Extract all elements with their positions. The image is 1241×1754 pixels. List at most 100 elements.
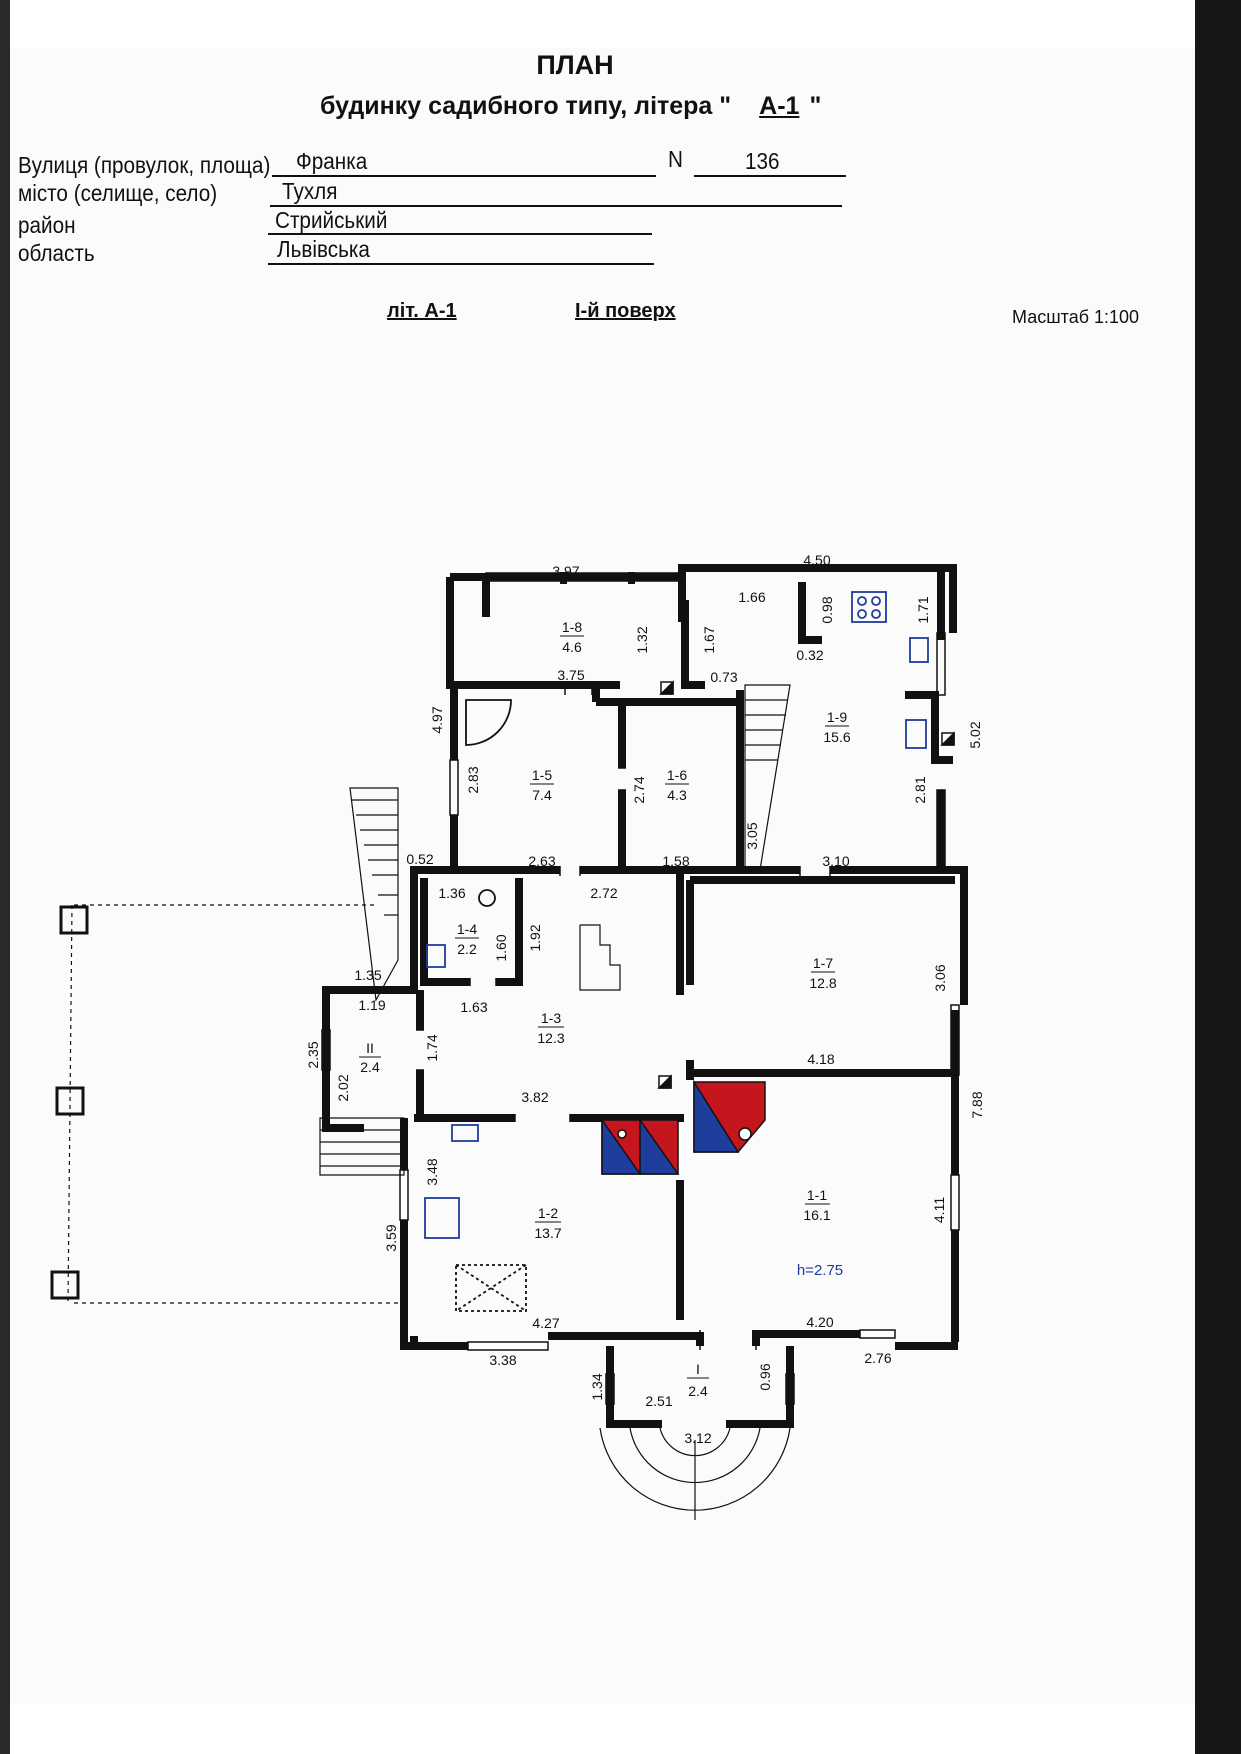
room-number: І [696,1361,700,1377]
dimension-labels: 3.97 4.50 1.66 0.98 1.71 1.32 1.67 0.32 … [305,552,985,1446]
number-value: 136 [745,148,780,174]
plan-title: ПЛАН [536,50,614,80]
scale-label: Масштаб 1:100 [1012,307,1140,327]
mullion [628,572,635,584]
paper-sheet [0,48,1195,1704]
shower-icon [465,699,512,746]
room-number: 1-8 [562,619,582,635]
fixtures [424,591,929,1312]
dim-label: 3.06 [932,964,948,991]
wall-segment [606,1346,662,1428]
dim-label: 1.71 [915,596,931,623]
dim-label: 2.83 [465,766,481,793]
wall-segment [678,564,957,633]
wall-segment [420,878,470,986]
dim-label: 1.36 [438,885,465,901]
room-area: 13.7 [534,1225,561,1241]
dim-label: 2.72 [590,885,617,901]
wall-segment [905,691,953,764]
window [605,1373,615,1405]
scan-edge-left [0,0,10,1754]
room-area: 12.3 [537,1030,564,1046]
lit-label: літ. А-1 [387,300,457,322]
chimney [940,731,955,746]
dim-label: 1.35 [354,967,381,983]
wall-segment [496,878,523,986]
room-area: 16.1 [803,1207,830,1223]
stair-outline [349,787,399,1002]
district-label: район [18,212,76,238]
room-number: ІІ [366,1040,374,1056]
street-underline [272,175,656,177]
dim-label: 4.18 [807,1051,834,1067]
plan-walls [322,564,968,1428]
radiator-icon [905,719,927,749]
room-area: 7.4 [532,787,552,803]
dim-label: 1.74 [424,1034,440,1061]
subtitle-text: будинку садибного типу, літера " [320,92,732,120]
street-label: Вулиця (провулок, площа) [18,152,271,178]
dim-label: 4.97 [429,706,445,733]
dim-label: 2.74 [631,776,647,803]
dim-label: 4.27 [532,1315,559,1331]
room-area: 2.4 [360,1059,380,1075]
window [950,1004,960,1076]
window [467,1341,549,1351]
region-underline [268,263,654,265]
dim-label: 4.20 [806,1314,833,1330]
wall-segment [446,577,620,689]
stove-icon [851,591,887,623]
room-area: 4.3 [667,787,687,803]
window [321,1029,331,1071]
ceiling-height: h=2.75 [797,1262,843,1279]
window [950,1174,960,1231]
room-area: 12.8 [809,975,836,991]
dim-label: 3.38 [489,1352,516,1368]
chimney [657,1074,672,1089]
wall-segment [681,600,705,689]
dim-label: 0.73 [710,669,737,685]
dim-label: 3.75 [557,667,584,683]
city-underline [270,205,842,207]
burner-icon [871,609,881,619]
scan-edge-right [1195,0,1241,1754]
stair-outline [744,684,791,871]
dim-label: 0.52 [406,851,433,867]
veranda-pillar [55,1086,85,1116]
dim-label: 2.35 [305,1041,321,1068]
dim-label: 1.32 [634,626,650,653]
region-value: Львівська [277,236,370,262]
dim-label: 4.50 [803,552,830,568]
sink-icon [426,944,446,968]
stove-vent [617,1129,627,1139]
window [399,1169,409,1221]
dim-label: 1.66 [738,589,765,605]
dim-label: 3.48 [424,1158,440,1185]
veranda-pillar [50,1270,80,1300]
room-area: 2.2 [457,941,477,957]
burner-icon [857,609,867,619]
dim-label: 1.92 [527,924,543,951]
window [785,1373,795,1405]
region-label: область [18,240,95,266]
dim-label: 2.51 [645,1393,672,1409]
dim-label: 2.76 [864,1350,891,1366]
veranda-edge [67,904,73,1304]
room-labels: 1-1 16.1 1-2 13.7 1-3 12.3 1-4 2.2 1-5 7… [359,619,851,1399]
dim-label: 7.88 [969,1091,985,1118]
dim-label: 1.34 [589,1373,605,1400]
dim-label: 4.11 [931,1197,947,1223]
dim-label: 0.32 [796,647,823,663]
room-number: 1-9 [827,709,847,725]
room-number: 1-7 [813,955,833,971]
dim-label: 0.96 [757,1363,773,1390]
veranda-pillar [59,905,89,935]
district-underline [268,233,652,235]
stove-vent [738,1127,752,1141]
wall-segment [450,573,490,617]
wall-segment [798,582,822,644]
dim-label: 1.58 [662,853,689,869]
sink-icon [909,637,929,663]
dim-label: 3.59 [383,1224,399,1251]
